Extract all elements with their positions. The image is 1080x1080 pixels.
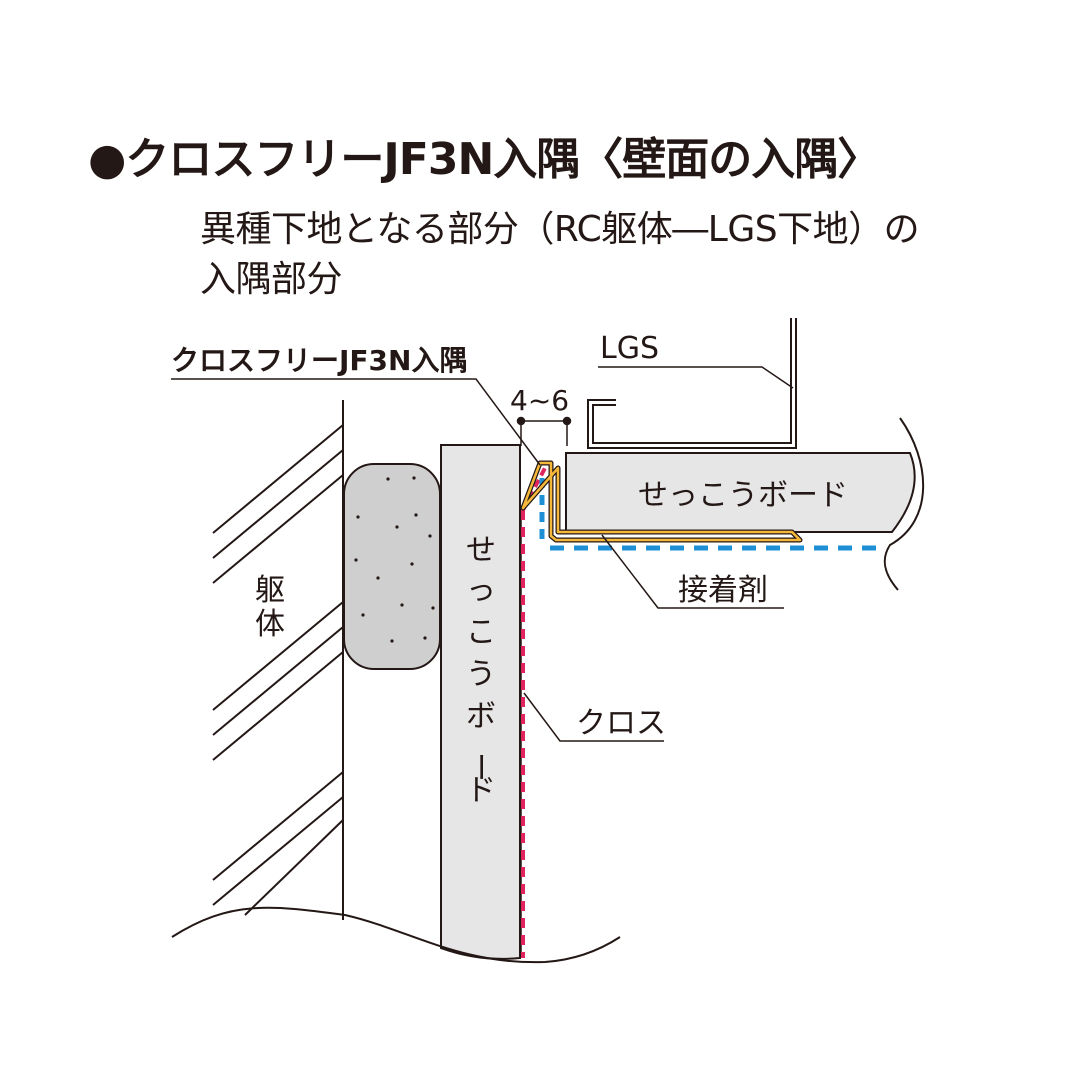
lgs-leader [598,366,794,389]
gypsum-board-horizontal [565,452,916,533]
product-label: クロスフリーJF3N入隅 [171,344,467,377]
structure-label-2: 体 [255,607,285,642]
cloth-line-red [520,467,547,958]
structure-label-1: 躯 [255,573,285,608]
gap-dimension [516,416,572,446]
product-leader [171,378,541,466]
gap-dimension-label: 4~6 [510,384,569,417]
corner-bead-jf3n [520,460,803,543]
lgs-label: LGS [600,331,659,366]
svg-text:う: う [466,657,496,692]
rc-structure-hatching [212,400,344,920]
page-title: ●クロスフリーJF3N入隅〈壁面の入隅〉 [88,138,881,182]
gypsum-vertical-label: せ っ こ う ボ ー ド [462,533,497,808]
cloth-label: クロス [576,706,666,741]
adhesive-label: 接着剤 [678,573,768,608]
subtitle-line-1: 異種下地となる部分（RC躯体―LGS下地）の [200,209,920,250]
svg-text:こ: こ [466,615,496,650]
bonding-compound [343,463,441,670]
cloth-line-blue [539,478,878,551]
title-text: クロスフリーJF3N入隅〈壁面の入隅〉 [125,134,881,185]
bullet-icon: ● [88,134,126,185]
lgs-stud [587,318,797,449]
gypsum-horizontal-label: せっこうボード [638,478,848,513]
break-lines [171,417,925,964]
svg-text:ド: ド [466,773,496,808]
svg-text:せ: せ [466,533,496,568]
adhesive-leader [601,534,784,609]
subtitle-line-2: 入隅部分 [200,259,343,300]
svg-text:っ: っ [466,573,496,608]
svg-text:ボ: ボ [466,699,496,734]
svg-text:ー: ー [462,752,497,782]
cloth-leader [523,692,664,742]
